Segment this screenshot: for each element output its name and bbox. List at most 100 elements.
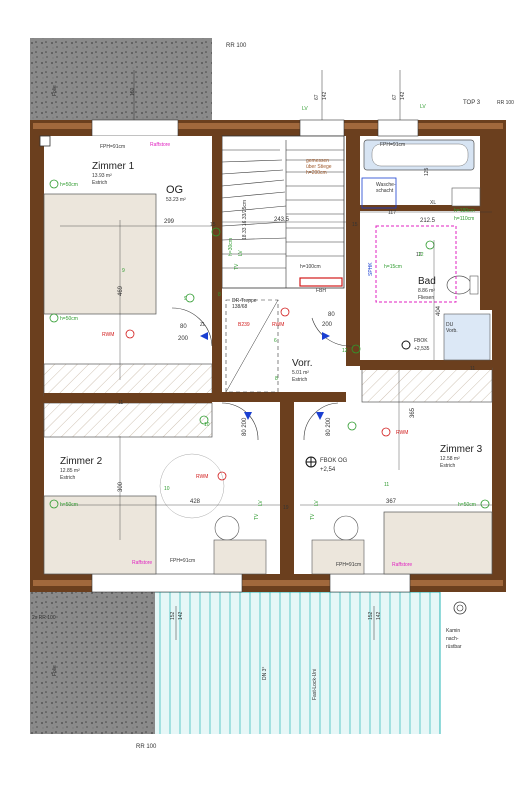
door-vorr: 80 — [328, 312, 335, 318]
door-arrows — [200, 332, 330, 420]
door-z1-h: 200 — [178, 336, 189, 342]
bad-blue-box — [361, 177, 397, 209]
vorr-floor: Estrich — [292, 377, 308, 383]
win-142d: 142 — [376, 611, 382, 620]
bathtub-inner — [371, 143, 469, 167]
svg-text:TV: TV — [310, 513, 316, 520]
win-67b: 67 — [392, 94, 398, 100]
bed-zimmer3 — [383, 511, 493, 575]
door-z2: 80 200 — [242, 417, 248, 436]
xl-label: XL — [430, 200, 436, 206]
lv-tv-labels: LV LV TV LV TV LV TV LV — [234, 104, 426, 520]
zimmer2-floor: Estrich — [60, 475, 76, 481]
zimmer3-area: 12.58 m² — [440, 456, 460, 462]
circuit-numbers: 9 9 8 8 6 10 10 11 12 12 — [122, 252, 424, 492]
svg-text:12: 12 — [342, 348, 348, 354]
fph-bad: FPH=91cm — [380, 142, 405, 148]
dim-299: 299 — [164, 219, 175, 225]
label-top3: TOP 3 — [463, 100, 481, 106]
rwm-3: RWM — [196, 474, 208, 480]
win-142b: 142 — [400, 91, 406, 100]
h180: h=180cm — [454, 208, 475, 214]
h110: h=110cm — [454, 216, 474, 222]
zl-label: ZL — [200, 322, 206, 328]
desk-z2 — [213, 539, 267, 575]
door-vorr-h: 200 — [322, 322, 333, 328]
bed-zimmer2 — [43, 495, 157, 575]
svg-text:6: 6 — [274, 338, 277, 344]
gravel-top — [30, 38, 212, 120]
rwm-2: RWM — [272, 322, 284, 328]
fph-z2: FPH=91cm — [170, 558, 195, 564]
label-rr100-top: RR 100 — [226, 43, 247, 49]
zimmer2-name: Zimmer 2 — [60, 456, 103, 467]
svg-text:TV: TV — [234, 263, 240, 270]
bad-magenta-zone — [375, 225, 457, 303]
h30: h=30cm — [228, 238, 234, 256]
og-label: OG — [166, 184, 183, 196]
zimmer3-floor: Estrich — [440, 463, 456, 469]
fbok-og-label: FBOK OG — [320, 458, 348, 464]
svg-text:LV: LV — [258, 500, 264, 506]
win-67a: 67 — [314, 94, 320, 100]
h50-3: h=50cm — [60, 502, 78, 508]
dim-11b: 11 — [470, 366, 475, 372]
dim-2435: 243.5 — [274, 217, 290, 223]
raffstore-z2: Raffstore — [132, 560, 152, 566]
dim-300: 300 — [118, 481, 124, 492]
toilet-tank — [469, 275, 479, 295]
dim-404: 404 — [436, 305, 442, 316]
svg-text:10: 10 — [164, 486, 170, 492]
win-142c: 142 — [178, 611, 184, 620]
raffstore-z1: Raffstore — [150, 142, 170, 148]
interior-walls — [44, 136, 492, 574]
og-area: 53.23 m² — [166, 197, 186, 203]
zimmer1-floor: Estrich — [92, 180, 108, 186]
fbok-bad-label: FBOK — [414, 338, 428, 344]
zimmer1-area: 13.93 m² — [92, 173, 112, 179]
rwm-1: RWM — [102, 332, 114, 338]
dim-2125: 212.5 — [420, 218, 436, 224]
vorr-area: 5.01 m² — [292, 370, 309, 376]
h15: h=15cm — [384, 264, 402, 270]
fbok-og-val: +2,54 — [320, 467, 336, 473]
dim-11a: 11 — [118, 400, 123, 406]
dimension-lines — [60, 211, 492, 540]
svg-text:10: 10 — [204, 422, 210, 428]
terrace — [155, 592, 440, 734]
window-openings — [91, 119, 419, 593]
svg-text:11: 11 — [384, 482, 389, 488]
win-142a: 142 — [322, 91, 328, 100]
win-152a: 152 — [170, 611, 176, 620]
desk-z3 — [311, 539, 365, 575]
bad-area: 8.86 m² — [418, 288, 435, 294]
svg-text:TV: TV — [254, 513, 260, 520]
label-folie-bottom: Folie — [52, 665, 58, 676]
door-z3: 80 200 — [326, 417, 332, 436]
stair-dims: 18.33 16.33/25cm — [242, 200, 248, 240]
lamp-circle — [159, 453, 225, 519]
dim-469: 469 — [118, 285, 124, 296]
svg-text:LV: LV — [238, 250, 244, 256]
shower-vorb — [443, 313, 491, 361]
gravel-bottom — [30, 592, 155, 734]
svg-text:12: 12 — [418, 252, 424, 258]
dim-12a: 12 — [416, 252, 422, 258]
wardrobe-z1 — [43, 363, 213, 397]
b239-label: B239 — [238, 322, 250, 328]
label-rr100-bottom: RR 100 — [136, 744, 157, 750]
fph-z3: FPH=91cm — [336, 562, 361, 568]
fbok-bad-val: +2,535 — [414, 346, 430, 352]
staircase — [221, 140, 344, 288]
washing-machine — [451, 187, 481, 207]
zimmer3-name: Zimmer 3 — [440, 444, 483, 455]
toilet — [446, 275, 472, 295]
zimmer1-name: Zimmer 1 — [92, 161, 135, 172]
chair-z2 — [214, 515, 240, 541]
dim-15a: 15 — [210, 222, 216, 228]
svg-text:LV: LV — [302, 106, 308, 112]
chair-z3 — [333, 515, 359, 541]
dim-15b: 15 — [352, 222, 358, 228]
